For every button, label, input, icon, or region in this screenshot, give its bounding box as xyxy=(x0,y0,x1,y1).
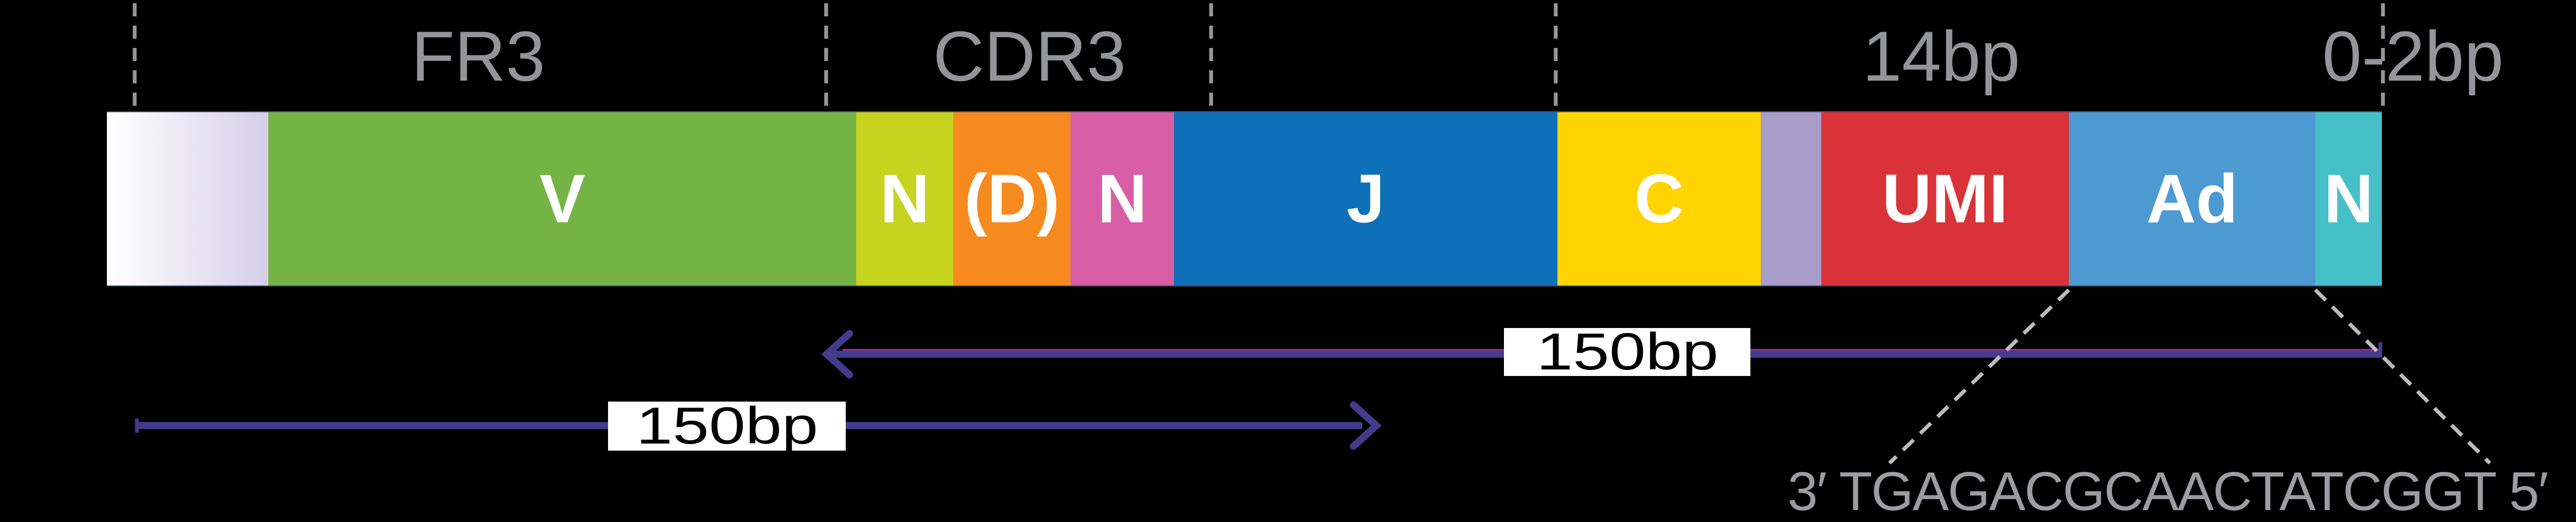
adapter-leader-right xyxy=(2314,288,2491,465)
region-label-n-length: 0-2bp xyxy=(2322,16,2504,96)
segment-label-c-gene: C xyxy=(1634,160,1684,237)
segment-n2-insert: N xyxy=(1070,112,1175,286)
adapter-leader-left xyxy=(1888,288,2071,465)
segment-d-gene: (D) xyxy=(953,112,1071,286)
segment-c-gene: C xyxy=(1557,112,1761,286)
segment-spacer xyxy=(1760,112,1821,286)
segment-label-v-gene: V xyxy=(539,160,586,237)
segment-v-gene: V xyxy=(268,112,857,286)
region-divider-lines xyxy=(133,3,2385,111)
segment-adapter: Ad xyxy=(2068,112,2316,286)
forward-read-length-label: 150bp xyxy=(608,397,846,455)
reverse-read-arrowhead xyxy=(821,330,853,379)
segment-label-n2-insert: N xyxy=(1097,160,1147,237)
adapter-leader-lines xyxy=(1888,288,2491,465)
read-structure-bar: V N (D) N J C UMI Ad N xyxy=(107,111,2382,287)
segment-n3-insert: N xyxy=(2315,112,2382,286)
segment-label-adapter: Ad xyxy=(2146,160,2238,237)
segment-n1-insert: N xyxy=(856,112,954,286)
segment-label-n3-insert: N xyxy=(2324,160,2374,237)
segment-label-d-gene: (D) xyxy=(964,160,1060,237)
region-label-fr3: FR3 xyxy=(411,16,545,96)
region-label-umi-length: 14bp xyxy=(1862,16,2020,96)
segment-j-gene: J xyxy=(1174,112,1557,286)
segment-label-n1-insert: N xyxy=(880,160,930,237)
forward-read-arrowhead xyxy=(1350,401,1382,450)
reverse-read-length-label: 150bp xyxy=(1504,323,1750,381)
segment-label-umi: UMI xyxy=(1882,160,2008,237)
forward-read-length-text: 150bp xyxy=(636,397,818,455)
reverse-read-length-text: 150bp xyxy=(1536,323,1718,381)
segment-label-j-gene: J xyxy=(1346,160,1385,237)
adapter-sequence-text: 3′ TGAGACGCAACTATCGGT 5′ xyxy=(1787,461,2548,522)
segment-upstream-fade xyxy=(107,112,269,286)
segment-umi: UMI xyxy=(1821,112,2069,286)
region-label-cdr3: CDR3 xyxy=(933,16,1126,96)
